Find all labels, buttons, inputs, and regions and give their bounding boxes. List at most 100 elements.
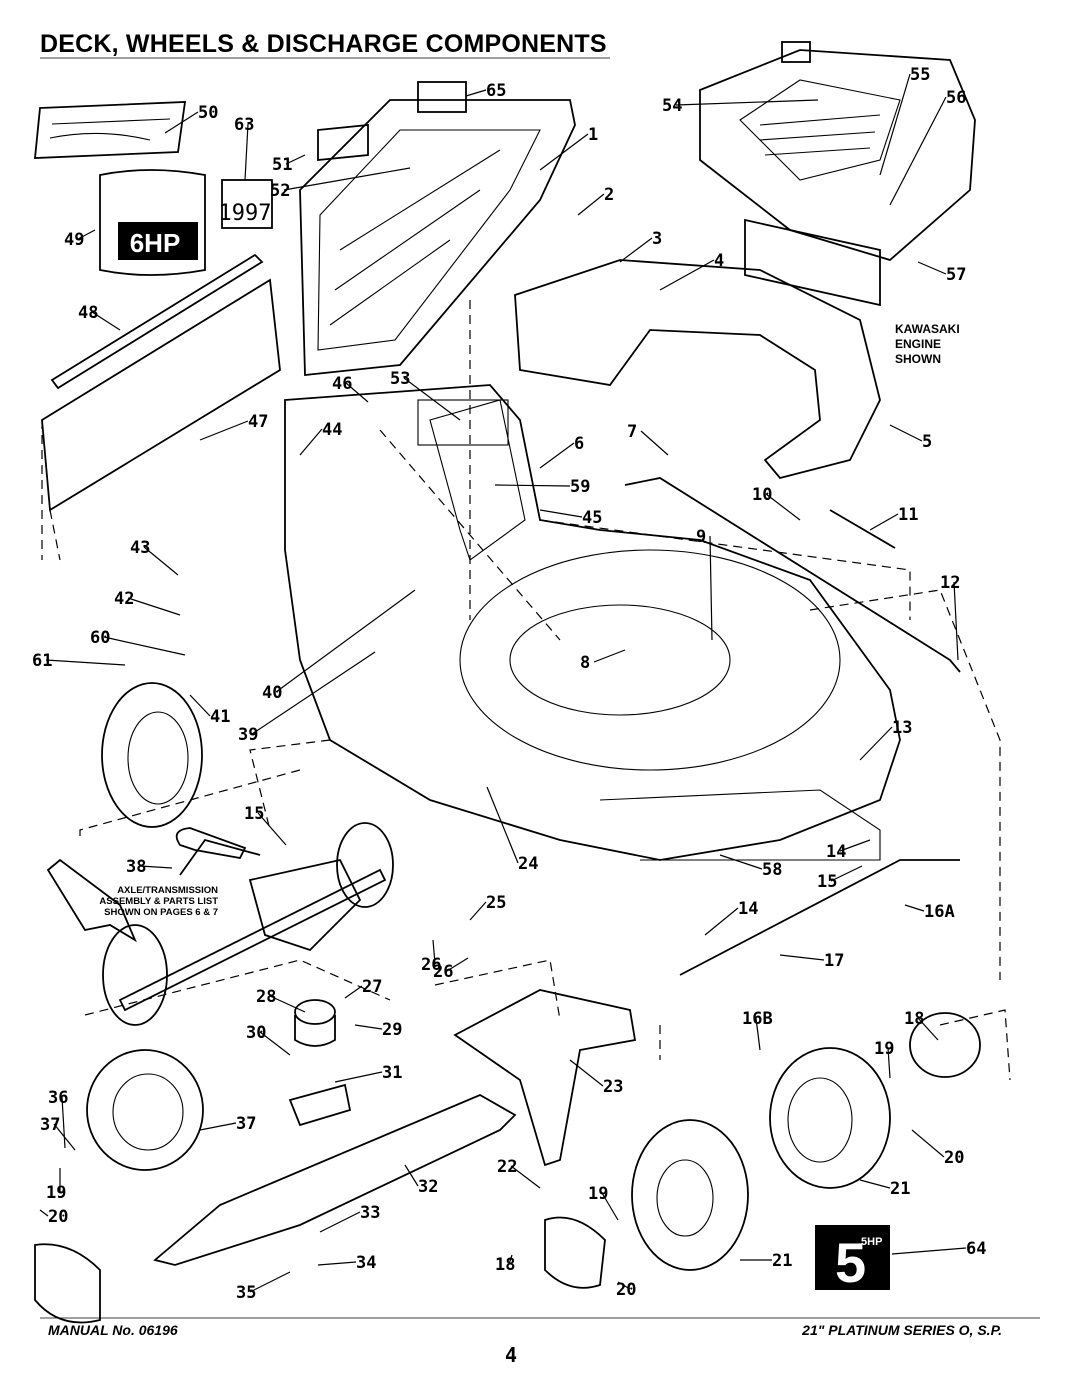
engine xyxy=(699,41,976,307)
dash-group-7 xyxy=(249,739,331,831)
callout-34: 34 xyxy=(356,1253,376,1273)
callout-leader-60 xyxy=(103,636,186,656)
callout-15: 15 xyxy=(244,804,264,824)
callout-63: 63 xyxy=(234,115,254,135)
height-rod-17 xyxy=(679,859,960,976)
callout-leader-50 xyxy=(164,111,199,134)
dash-group-6 xyxy=(659,1009,1011,1081)
axle-transmission-note: AXLE/TRANSMISSION ASSEMBLY & PARTS LIST … xyxy=(99,885,218,918)
callout-19: 19 xyxy=(588,1184,608,1204)
callout-leader-21 xyxy=(859,1179,891,1189)
decal-1997-text: 1997 xyxy=(219,201,272,226)
decal-6hp-text: 6HP xyxy=(130,228,181,258)
callout-41: 41 xyxy=(210,707,230,727)
callout-27: 27 xyxy=(362,977,382,997)
callout-leader-37 xyxy=(53,1123,76,1151)
series-label: 21" PLATINUM SERIES O, S.P. xyxy=(802,1322,1002,1338)
callout-leader-40 xyxy=(275,589,416,693)
callout-leader-34 xyxy=(317,1261,357,1266)
callout-leader-30 xyxy=(259,1031,291,1056)
callout-leader-31 xyxy=(334,1071,383,1083)
callout-leader-52 xyxy=(283,167,411,191)
page-number: 4 xyxy=(505,1343,518,1367)
dash-group-5 xyxy=(434,959,561,1021)
callout-leader-13 xyxy=(859,726,893,761)
callout-labels: 123456789101112131414151516A16B171818191… xyxy=(32,65,986,1303)
callout-leader-14 xyxy=(839,839,871,852)
callout-leader-4 xyxy=(659,259,715,291)
callout-leader-65 xyxy=(465,89,487,97)
callout-leader-32 xyxy=(404,1164,419,1187)
callout-leader-2 xyxy=(577,193,605,216)
callout-leader-36 xyxy=(61,1096,66,1149)
callout-20: 20 xyxy=(616,1280,636,1300)
callout-38: 38 xyxy=(126,857,146,877)
callout-59: 59 xyxy=(570,477,590,497)
callout-31: 31 xyxy=(382,1063,402,1083)
callout-21: 21 xyxy=(890,1179,910,1199)
callout-14: 14 xyxy=(738,899,758,919)
callout-37: 37 xyxy=(40,1115,60,1135)
rear-wheel-upper xyxy=(101,682,203,828)
callout-44: 44 xyxy=(322,420,342,440)
callout-57: 57 xyxy=(946,265,966,285)
callout-24: 24 xyxy=(518,854,538,874)
callout-43: 43 xyxy=(130,538,150,558)
callout-leader-16A xyxy=(904,904,925,912)
callout-26: 26 xyxy=(421,955,441,975)
callout-leader-25 xyxy=(469,901,487,921)
decal-6hp: 6HP xyxy=(99,169,206,276)
callout-32: 32 xyxy=(418,1177,438,1197)
callout-leader-27 xyxy=(344,985,363,999)
callout-54: 54 xyxy=(662,96,682,116)
decal-1997: 1997 xyxy=(219,179,273,229)
axle-transmission-assembly xyxy=(46,822,394,1026)
callout-leader-37 xyxy=(199,1122,237,1131)
callout-33: 33 xyxy=(360,1203,380,1223)
callout-11: 11 xyxy=(898,505,918,525)
callout-39: 39 xyxy=(238,725,258,745)
callout-28: 28 xyxy=(256,987,276,1007)
door-decals xyxy=(317,81,467,161)
callout-leader-26 xyxy=(446,957,469,972)
callout-52: 52 xyxy=(270,181,290,201)
callout-leader-5 xyxy=(889,424,923,442)
callout-leader-49 xyxy=(77,229,96,240)
callout-20: 20 xyxy=(48,1207,68,1227)
dash-group-8 xyxy=(379,300,561,641)
callout-leader-42 xyxy=(127,597,181,616)
callout-20: 20 xyxy=(944,1148,964,1168)
callout-leader-6 xyxy=(539,442,575,469)
callout-49: 49 xyxy=(64,230,84,250)
callout-19: 19 xyxy=(46,1183,66,1203)
front-wheel-left-hub xyxy=(656,1159,714,1237)
callout-12: 12 xyxy=(940,573,960,593)
callout-leader-41 xyxy=(189,694,211,717)
callout-64: 64 xyxy=(966,1239,986,1259)
callout-29: 29 xyxy=(382,1020,402,1040)
callout-7: 7 xyxy=(627,422,637,442)
rear-discharge-door xyxy=(299,99,576,376)
callout-46: 46 xyxy=(332,374,352,394)
rear-wheel-upper-hub xyxy=(127,711,189,805)
hub-cap-rear xyxy=(34,1243,101,1324)
rear-wheel-lower xyxy=(86,1049,204,1171)
decal-5hp-text: 5 xyxy=(835,1231,866,1294)
callout-16A: 16A xyxy=(924,902,955,922)
callout-23: 23 xyxy=(603,1077,623,1097)
callout-17: 17 xyxy=(824,951,844,971)
callout-leader-11 xyxy=(869,513,899,531)
callout-6: 6 xyxy=(574,434,584,454)
decal-platinum-badge xyxy=(34,101,187,159)
mower-blade xyxy=(153,1093,517,1266)
front-wheel-left xyxy=(631,1119,749,1271)
callout-37: 37 xyxy=(236,1114,256,1134)
callout-leader-24 xyxy=(486,786,519,864)
callout-leader-10 xyxy=(765,493,801,521)
spring-11 xyxy=(829,509,896,549)
callout-22: 22 xyxy=(497,1157,517,1177)
callout-18: 18 xyxy=(904,1009,924,1029)
callout-15: 15 xyxy=(817,872,837,892)
callout-leader-20 xyxy=(911,1129,945,1158)
